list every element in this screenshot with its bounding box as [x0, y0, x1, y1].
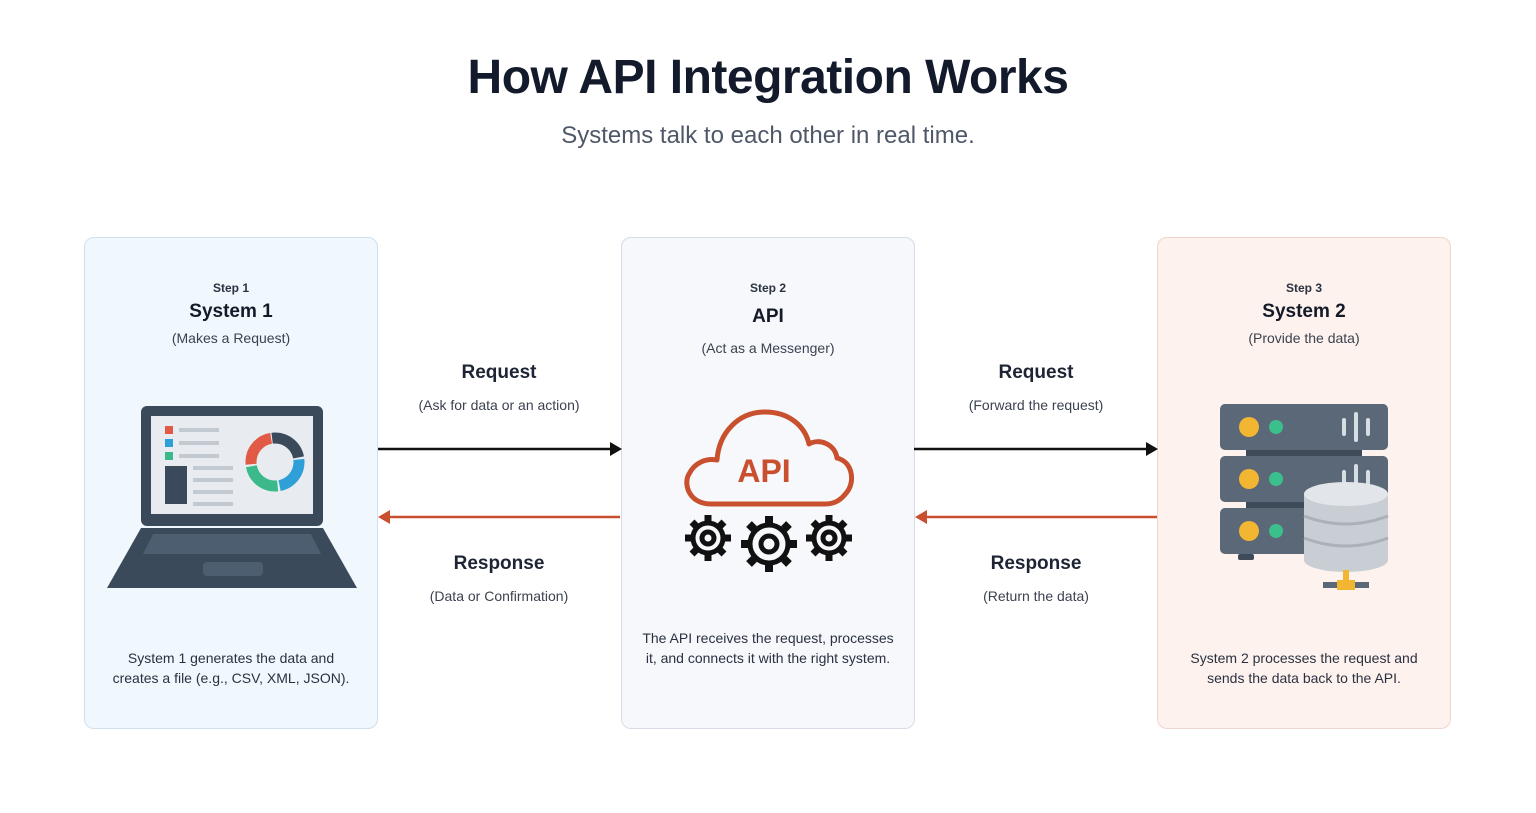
response-sublabel-left: (Data or Confirmation) — [429, 588, 569, 604]
card-title: System 1 — [189, 301, 273, 322]
page-title: How API Integration Works — [467, 51, 1069, 104]
card-description: The API receives the request, processes … — [642, 630, 894, 666]
request-sublabel-right: (Forward the request) — [968, 397, 1104, 413]
card-role: (Act as a Messenger) — [701, 340, 835, 356]
card-title: System 2 — [1262, 301, 1346, 322]
step-card-system-1: Step 1 System 1 (Makes a Request) System… — [84, 237, 378, 729]
response-sublabel-right: (Return the data) — [983, 588, 1089, 604]
card-title: API — [752, 306, 784, 327]
step-label: Step 3 — [1285, 281, 1322, 295]
response-label-left: Response — [453, 553, 545, 574]
request-label-left: Request — [461, 362, 537, 383]
card-role: (Makes a Request) — [171, 330, 291, 346]
page-subtitle: Systems talk to each other in real time. — [561, 122, 975, 149]
request-arrow-left — [378, 442, 622, 456]
response-arrow-right — [915, 510, 1157, 524]
request-arrow-right — [914, 442, 1158, 456]
api-cloud-text: API — [737, 453, 790, 489]
api-cloud-gears-icon: API — [684, 409, 855, 572]
card-description: System 1 generates the data and creates … — [112, 650, 350, 686]
request-label-right: Request — [998, 362, 1074, 383]
step-label: Step 1 — [212, 281, 249, 295]
step-card-api: Step 2 API (Act as a Messenger) API — [621, 237, 915, 729]
request-sublabel-left: (Ask for data or an action) — [418, 397, 580, 413]
card-description: System 2 processes the request and sends… — [1190, 650, 1418, 686]
response-arrow-left — [378, 510, 620, 524]
step-label: Step 2 — [749, 281, 786, 295]
step-card-system-2: Step 3 System 2 (Provide the data) Syste… — [1157, 237, 1451, 729]
response-label-right: Response — [990, 553, 1082, 574]
server-database-icon — [1220, 404, 1389, 590]
laptop-dashboard-icon — [107, 406, 357, 588]
card-role: (Provide the data) — [1248, 330, 1360, 346]
